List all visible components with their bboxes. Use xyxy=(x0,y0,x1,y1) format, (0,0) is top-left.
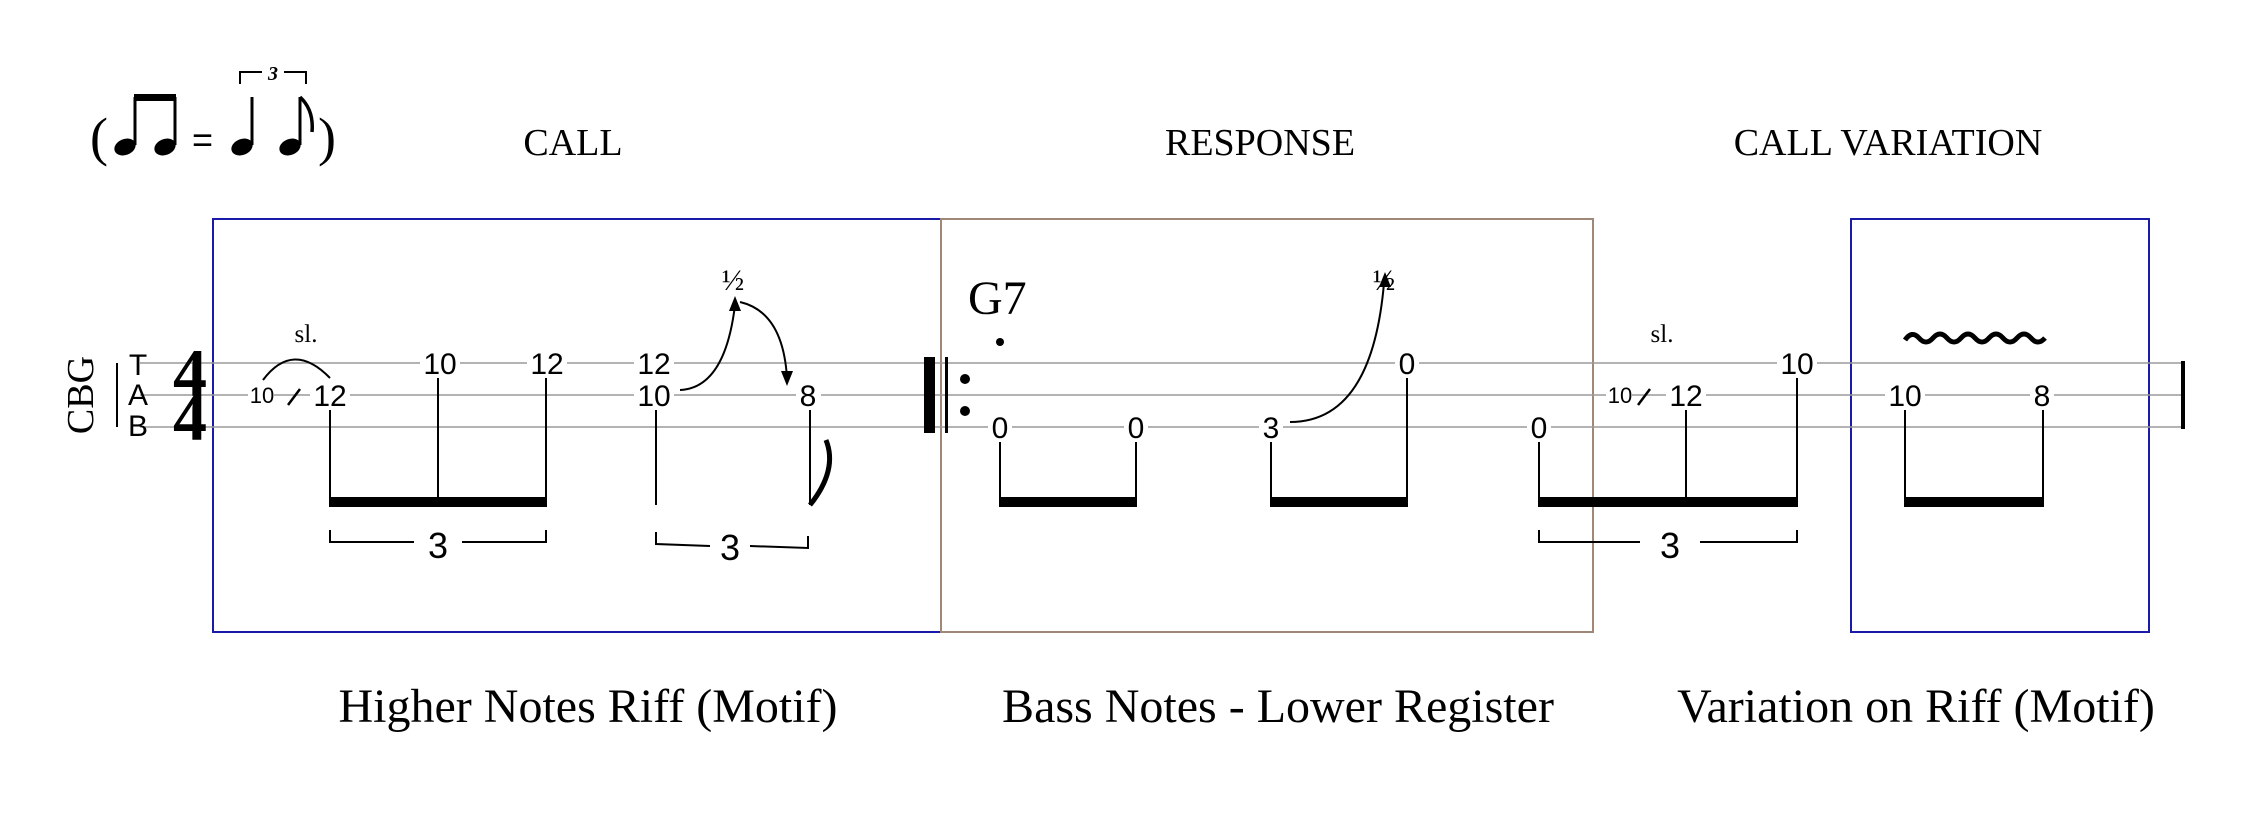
end-barline xyxy=(2181,361,2185,429)
note-head-icon xyxy=(279,138,301,156)
release-curve xyxy=(739,301,788,379)
note-head-icon xyxy=(114,138,136,156)
variation-notes: 10 8 xyxy=(1885,331,2054,507)
tab-letter-a: A xyxy=(128,379,148,412)
section-title-call: CALL xyxy=(523,122,622,164)
triplet-bracket xyxy=(655,532,809,550)
bend-label: ½ xyxy=(722,264,745,297)
tab-staff xyxy=(116,361,2185,429)
fret-number: 8 xyxy=(800,380,817,413)
triplet-number: 3 xyxy=(720,527,740,568)
slide-mark-icon xyxy=(287,388,301,406)
note-flag-icon xyxy=(298,95,314,133)
call-section-box xyxy=(212,218,942,633)
response-section-box xyxy=(940,218,1594,633)
fret-number: 10 xyxy=(637,380,670,413)
fret-number: 8 xyxy=(2034,380,2051,413)
fret-number: 3 xyxy=(1263,412,1280,445)
triplet-number: 3 xyxy=(1660,525,1680,566)
arrow-up-icon xyxy=(729,296,741,311)
note-beam xyxy=(1904,497,2044,507)
tab-letter-b: B xyxy=(128,410,148,443)
fret-number: 0 xyxy=(992,412,1009,445)
fret-number: 10 xyxy=(250,383,274,408)
note-beam xyxy=(134,94,176,101)
note-beam xyxy=(329,497,547,507)
fret-number: 0 xyxy=(1531,412,1548,445)
fret-number: 12 xyxy=(637,348,670,381)
tempo-close-paren: ) xyxy=(318,107,336,167)
instrument-label: CBG xyxy=(60,356,102,434)
call-notes: 10 12 sl. 10 12 12 10 8 ½ 3 3 xyxy=(248,264,833,568)
tempo-equals: = xyxy=(192,119,213,160)
fret-number: 12 xyxy=(1669,380,1702,413)
note-beam xyxy=(999,497,1137,507)
triplet-number: 3 xyxy=(428,525,448,566)
time-signature-top: 4 xyxy=(173,335,207,411)
caption-call: Higher Notes Riff (Motif) xyxy=(338,680,837,733)
slide-label: sl. xyxy=(295,321,318,348)
vibrato-icon xyxy=(1902,331,2047,345)
triplet-bracket xyxy=(1538,530,1798,543)
note-flag-icon xyxy=(808,439,833,507)
caption-response: Bass Notes - Lower Register xyxy=(1002,680,1554,733)
variation-lead-in-notes: 10 12 sl. 10 3 xyxy=(1538,321,1817,566)
bend-label: ½ xyxy=(1373,264,1396,297)
fret-number: 12 xyxy=(530,348,563,381)
note-beam xyxy=(1538,497,1798,507)
note-head-icon xyxy=(154,138,176,156)
bend-curve xyxy=(679,304,736,391)
fret-number: 0 xyxy=(1399,348,1416,381)
staccato-dot xyxy=(996,338,1004,346)
fret-number: 10 xyxy=(1888,380,1921,413)
swing-tempo-marking: ( = 3 ) xyxy=(90,63,336,167)
bend-curve xyxy=(1289,282,1385,423)
chord-symbol-g7: G7 xyxy=(968,272,1027,325)
repeat-start-barline xyxy=(924,357,970,433)
note-head-icon xyxy=(231,138,253,156)
arrow-down-icon xyxy=(781,371,793,386)
tab-letter-t: T xyxy=(129,349,147,382)
fret-number: 10 xyxy=(1608,383,1632,408)
section-title-call-variation: CALL VARIATION xyxy=(1734,122,2043,164)
triplet-bracket xyxy=(329,530,547,543)
fret-number: 10 xyxy=(1780,348,1813,381)
caption-variation: Variation on Riff (Motif) xyxy=(1677,680,2155,733)
time-signature-bottom: 4 xyxy=(173,379,207,455)
response-notes: 0 0 3 0 0 ½ xyxy=(988,264,1551,507)
variation-section-box xyxy=(1850,218,2150,633)
slide-slur xyxy=(262,358,331,381)
section-title-response: RESPONSE xyxy=(1165,122,1355,164)
note-beam xyxy=(1270,497,1408,507)
triplet-bracket xyxy=(239,71,307,84)
arrow-up-icon xyxy=(1379,272,1391,287)
slide-mark-icon xyxy=(1637,388,1651,406)
slide-label: sl. xyxy=(1651,321,1674,348)
triplet-number: 3 xyxy=(267,63,278,85)
fret-number: 0 xyxy=(1128,412,1145,445)
fret-number: 10 xyxy=(423,348,456,381)
fret-number: 12 xyxy=(313,380,346,413)
tempo-open-paren: ( xyxy=(90,107,108,167)
